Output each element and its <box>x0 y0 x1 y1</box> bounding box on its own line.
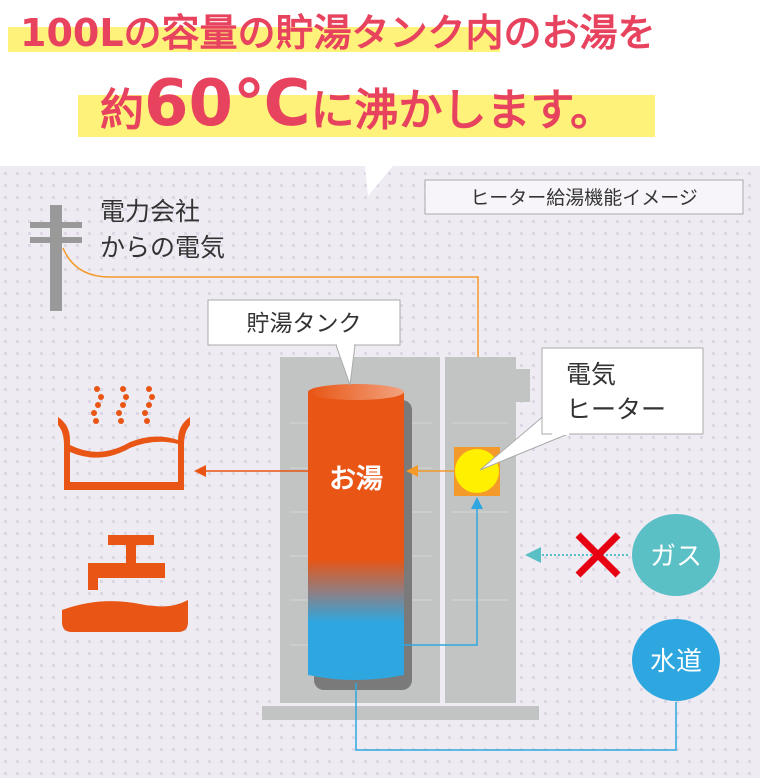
svg-text:ヒーター: ヒーター <box>566 395 666 424</box>
storage-tank: お湯 <box>308 384 412 690</box>
bathtub-icon <box>58 386 190 490</box>
power-source-label: からの電気 <box>100 233 225 262</box>
svg-text:電気: 電気 <box>566 360 616 389</box>
svg-text:貯湯タンク: 貯湯タンク <box>247 311 362 337</box>
circulation-line <box>404 497 483 646</box>
utility-pole-icon <box>30 205 82 311</box>
water-supply-line <box>355 683 677 751</box>
highlight-bar <box>78 95 655 137</box>
electric-heater <box>454 447 500 496</box>
svg-text:水道: 水道 <box>650 647 702 677</box>
svg-text:ガス: ガス <box>650 542 702 572</box>
highlight-bar <box>8 27 500 52</box>
headline-line1: 100Lの容量の貯湯タンク内のお湯を <box>20 11 656 55</box>
svg-text:ヒーター給湯機能イメージ: ヒーター給湯機能イメージ <box>470 187 698 209</box>
tank-label: 貯湯タンク <box>207 299 401 386</box>
cross-icon <box>575 532 621 578</box>
headline: 100Lの容量の貯湯タンク内のお湯を 約60℃に沸かします。 <box>8 11 656 141</box>
gas-source: ガス <box>632 514 720 596</box>
speech-tail <box>365 166 393 196</box>
tank-content-label: お湯 <box>329 464 383 495</box>
heater-label: 電気 ヒーター <box>479 347 704 471</box>
diagram-caption: ヒーター給湯機能イメージ <box>424 179 744 215</box>
power-wire <box>62 247 484 444</box>
power-source-label: 電力会社 <box>100 197 200 226</box>
water-source: 水道 <box>632 619 720 701</box>
diagram-panel <box>0 166 760 778</box>
faucet-icon <box>62 535 188 632</box>
headline-line2: 約60℃に沸かします。 <box>100 67 614 141</box>
